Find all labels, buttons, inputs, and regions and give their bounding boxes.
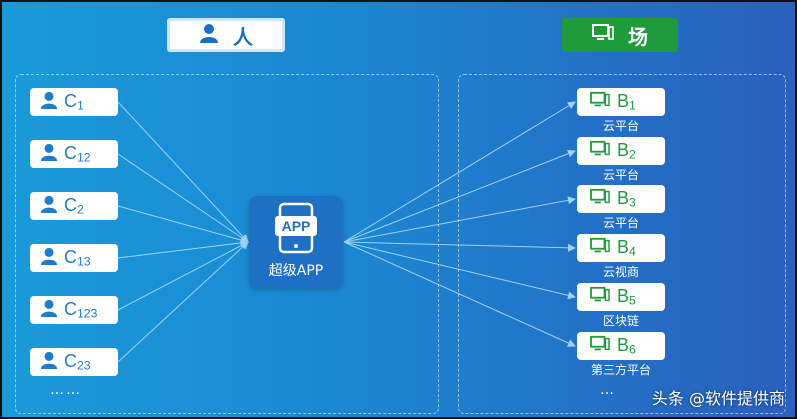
scene-node: B6 <box>577 332 665 360</box>
monitor-icon <box>589 140 611 163</box>
scene-caption: 第三方平台 <box>590 363 651 377</box>
users-panel <box>15 74 439 414</box>
user-label: C1 <box>64 91 84 113</box>
user-node: C12 <box>30 140 118 168</box>
scene-caption: 云视商 <box>602 265 639 279</box>
scene-label: B5 <box>617 286 636 308</box>
scene-node: B2 <box>577 137 665 165</box>
watermark: 头条 @软件提供商 <box>651 389 785 408</box>
scene-label: B6 <box>617 335 636 357</box>
scene-label: B3 <box>617 188 636 210</box>
user-node: C2 <box>30 192 118 220</box>
scene-caption: 云平台 <box>602 168 639 182</box>
person-icon <box>40 143 58 166</box>
user-to-app-arrow <box>117 205 249 244</box>
scene-label: B2 <box>617 140 636 162</box>
app-to-scene-arrow <box>343 149 576 243</box>
scene-label: B4 <box>617 237 636 259</box>
header-people: 人 <box>167 18 285 52</box>
app-to-scene-arrow <box>343 241 576 347</box>
person-icon <box>40 247 58 270</box>
user-to-app-arrow <box>117 241 249 311</box>
scene-caption: 云平台 <box>602 216 639 230</box>
user-to-app-arrow <box>117 153 249 243</box>
user-to-app-arrow <box>117 238 249 259</box>
user-label: C12 <box>64 143 91 165</box>
app-icon-text: APP <box>282 218 311 234</box>
monitor-icon <box>589 237 611 260</box>
monitor-icon <box>592 23 614 48</box>
app-to-scene-arrow <box>343 196 576 243</box>
monitor-icon <box>589 286 611 309</box>
monitor-icon <box>589 335 611 358</box>
scenes-panel <box>458 74 786 414</box>
scene-node: B5 <box>577 283 665 311</box>
app-phone-icon: APP <box>275 202 317 254</box>
scenes-ellipsis: … <box>600 382 616 398</box>
person-icon <box>40 351 58 374</box>
user-label: C123 <box>64 299 98 321</box>
scene-caption: 区块链 <box>602 314 639 328</box>
users-ellipsis: …… <box>50 382 82 398</box>
person-icon <box>199 23 219 48</box>
app-to-scene-arrow <box>343 101 576 243</box>
user-node: C1 <box>30 88 118 116</box>
user-to-app-arrow <box>117 101 249 243</box>
header-scenes: 场 <box>562 18 678 52</box>
super-app-node: APP 超级APP <box>249 196 343 288</box>
app-label: 超级APP <box>268 263 324 279</box>
scene-caption: 云平台 <box>602 119 639 133</box>
monitor-icon <box>589 188 611 211</box>
person-icon <box>40 299 58 322</box>
scene-node: B3 <box>577 185 665 213</box>
user-label: C2 <box>64 195 84 217</box>
scene-label: B1 <box>617 91 636 113</box>
user-node: C23 <box>30 348 118 376</box>
header-people-label: 人 <box>233 24 253 49</box>
user-label: C13 <box>64 247 91 269</box>
header-scenes-label: 场 <box>628 24 648 49</box>
user-label: C23 <box>64 351 91 373</box>
scene-node: B4 <box>577 234 665 262</box>
person-icon <box>40 91 58 114</box>
user-node: C13 <box>30 244 118 272</box>
user-node: C123 <box>30 296 118 324</box>
user-to-app-arrow <box>117 241 249 363</box>
app-to-scene-arrow <box>343 241 576 252</box>
monitor-icon <box>589 91 611 114</box>
person-icon <box>40 195 58 218</box>
scene-node: B1 <box>577 88 665 116</box>
app-to-scene-arrow <box>343 241 576 300</box>
